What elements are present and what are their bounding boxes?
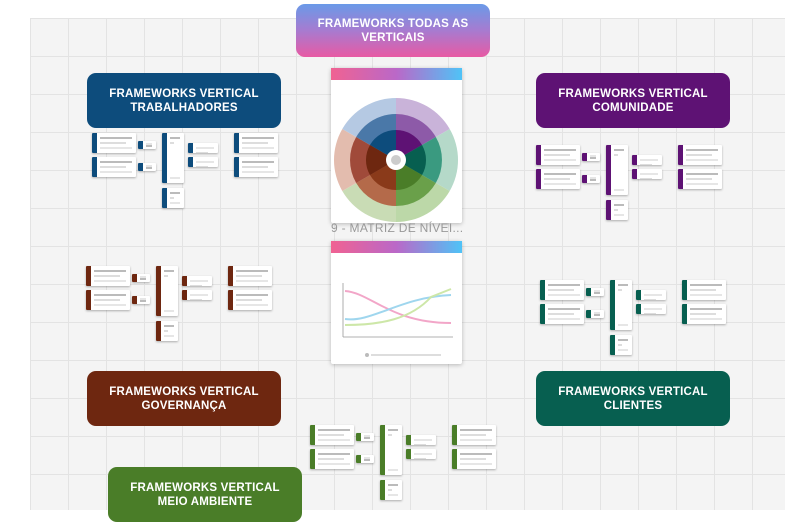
mini-card-governanca[interactable]: [132, 274, 150, 282]
mini-card-clientes[interactable]: [586, 310, 604, 318]
mini-card-trabalhadores[interactable]: [92, 133, 136, 153]
mini-card-clientes[interactable]: [610, 280, 632, 330]
mini-card-comunidade[interactable]: [632, 155, 662, 165]
mini-card-governanca[interactable]: [156, 266, 178, 316]
mini-card-governanca[interactable]: [86, 290, 130, 310]
mini-card-comunidade[interactable]: [606, 145, 628, 195]
mini-card-trabalhadores[interactable]: [92, 157, 136, 177]
mini-card-meio-ambiente[interactable]: [452, 425, 496, 445]
mini-card-trabalhadores[interactable]: [138, 163, 156, 171]
mini-card-meio-ambiente[interactable]: [380, 480, 402, 500]
mini-card-comunidade[interactable]: [678, 145, 722, 165]
mini-card-meio-ambiente[interactable]: [452, 449, 496, 469]
mini-card-meio-ambiente[interactable]: [406, 435, 436, 445]
mini-card-trabalhadores[interactable]: [162, 188, 184, 208]
line-chart-thumbnail: [342, 283, 453, 357]
mini-card-meio-ambiente[interactable]: [310, 425, 354, 445]
mini-card-clientes[interactable]: [682, 304, 726, 324]
mini-card-meio-ambiente[interactable]: [356, 433, 374, 441]
mini-card-meio-ambiente[interactable]: [310, 449, 354, 469]
mini-card-comunidade[interactable]: [582, 153, 600, 161]
mini-card-trabalhadores[interactable]: [234, 157, 278, 177]
mini-card-trabalhadores[interactable]: [188, 157, 218, 167]
mini-card-comunidade[interactable]: [606, 200, 628, 220]
label-clientes[interactable]: FRAMEWORKS VERTICAL CLIENTES: [536, 371, 730, 426]
card-caption: 9 - MATRIZ DE NÍVEI...: [331, 221, 464, 235]
mini-card-governanca[interactable]: [86, 266, 130, 286]
mini-card-governanca[interactable]: [182, 276, 212, 286]
wheel-diagram: [333, 98, 459, 222]
mini-card-meio-ambiente[interactable]: [380, 425, 402, 475]
mini-card-trabalhadores[interactable]: [138, 141, 156, 149]
mini-card-governanca[interactable]: [228, 266, 272, 286]
mini-card-clientes[interactable]: [636, 304, 666, 314]
mini-card-meio-ambiente[interactable]: [406, 449, 436, 459]
card-header: [331, 68, 462, 80]
mini-card-trabalhadores[interactable]: [188, 143, 218, 153]
mini-card-clientes[interactable]: [682, 280, 726, 300]
mini-card-governanca[interactable]: [182, 290, 212, 300]
mini-card-clientes[interactable]: [586, 288, 604, 296]
mini-card-trabalhadores[interactable]: [234, 133, 278, 153]
mini-card-trabalhadores[interactable]: [162, 133, 184, 183]
label-trabalhadores[interactable]: FRAMEWORKS VERTICAL TRABALHADORES: [87, 73, 281, 128]
mini-card-clientes[interactable]: [540, 280, 584, 300]
label-comunidade[interactable]: FRAMEWORKS VERTICAL COMUNIDADE: [536, 73, 730, 128]
mini-card-clientes[interactable]: [610, 335, 632, 355]
mini-card-comunidade[interactable]: [678, 169, 722, 189]
label-todas-verticais[interactable]: FRAMEWORKS TODAS AS VERTICAIS: [296, 4, 490, 57]
framework-card-chart[interactable]: [331, 241, 462, 364]
mini-card-comunidade[interactable]: [536, 169, 580, 189]
mini-card-comunidade[interactable]: [536, 145, 580, 165]
mini-card-comunidade[interactable]: [632, 169, 662, 179]
label-governanca[interactable]: FRAMEWORKS VERTICAL GOVERNANÇA: [87, 371, 281, 426]
label-meio-ambiente[interactable]: FRAMEWORKS VERTICAL MEIO AMBIENTE: [108, 467, 302, 522]
mini-card-comunidade[interactable]: [582, 175, 600, 183]
card-header: [331, 241, 462, 253]
mini-card-governanca[interactable]: [132, 296, 150, 304]
mini-card-clientes[interactable]: [636, 290, 666, 300]
mini-card-clientes[interactable]: [540, 304, 584, 324]
mini-card-governanca[interactable]: [156, 321, 178, 341]
mini-card-meio-ambiente[interactable]: [356, 455, 374, 463]
mini-card-governanca[interactable]: [228, 290, 272, 310]
framework-card-wheel[interactable]: [331, 68, 462, 223]
